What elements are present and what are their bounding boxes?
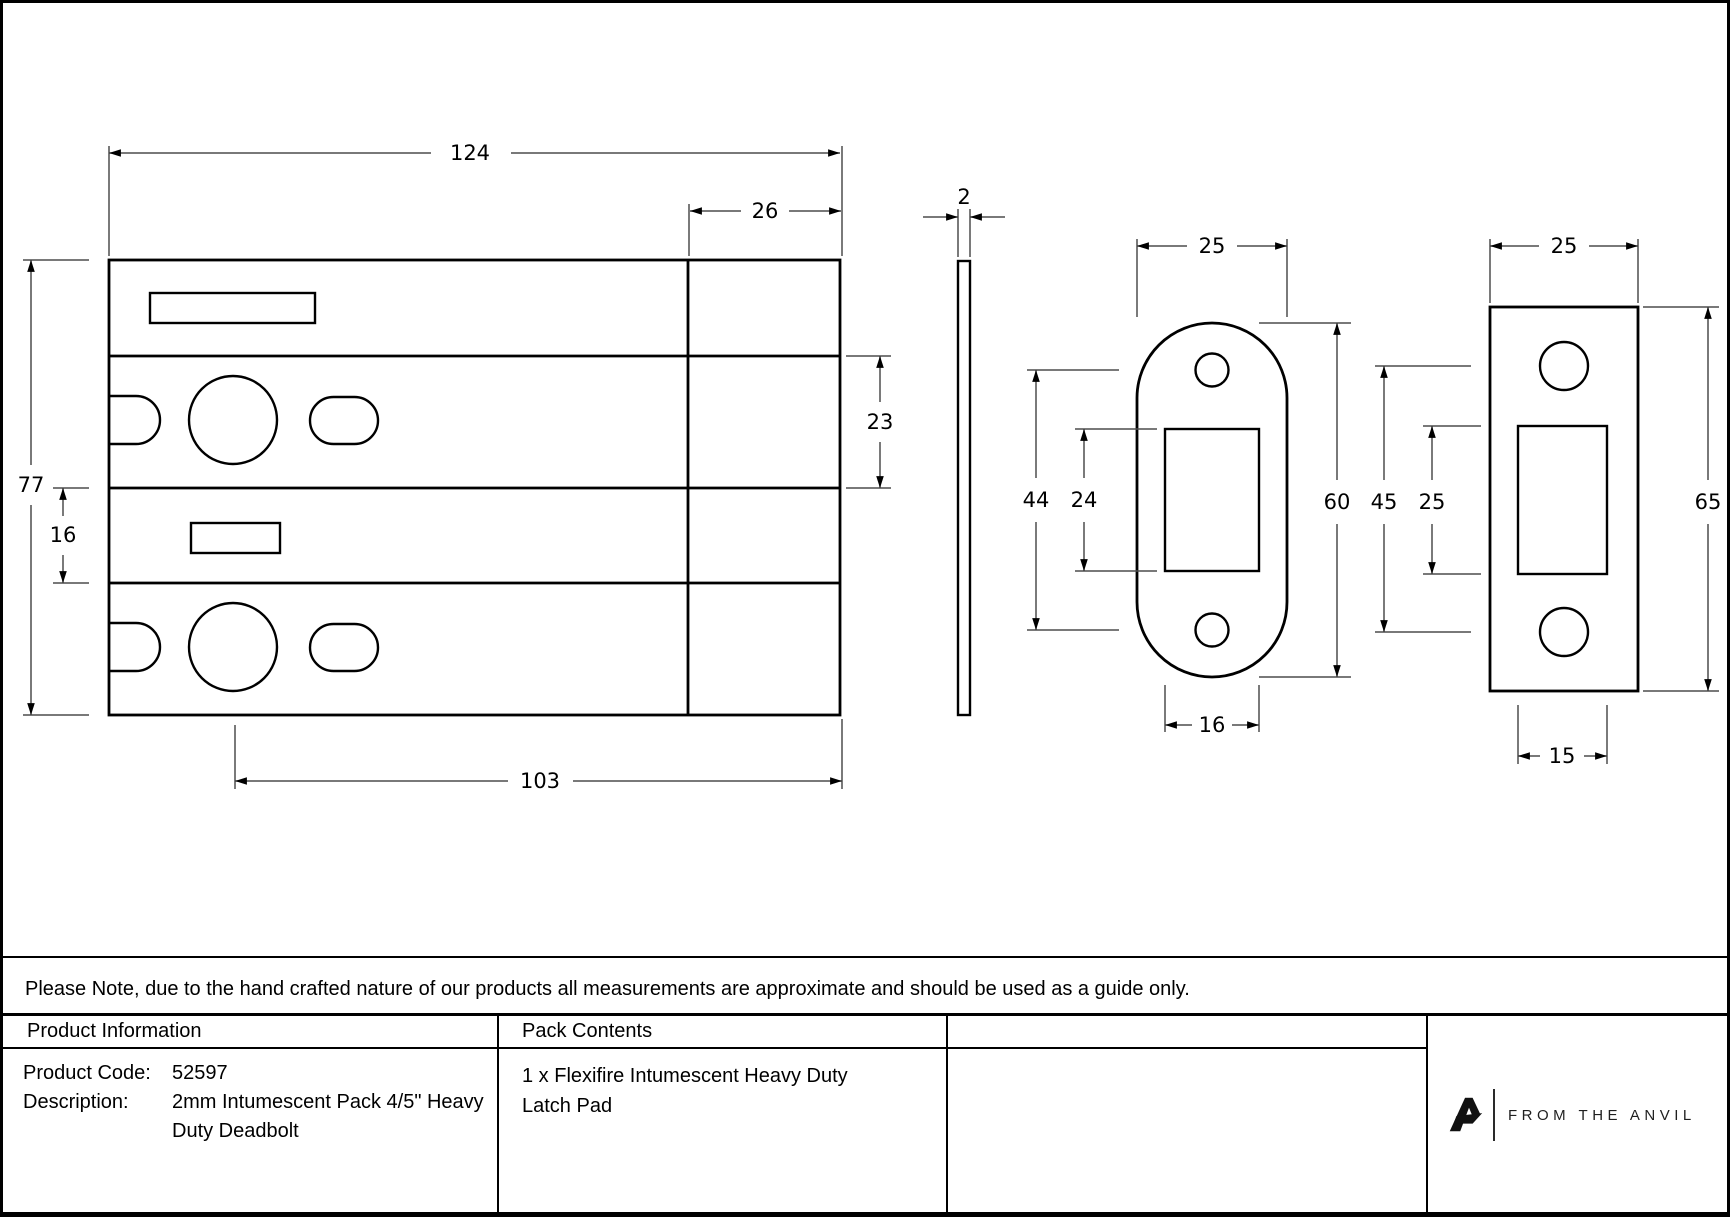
extension-lines [23,146,891,789]
dim-square-cutout-height: 25 [1419,490,1446,514]
table-header-bottom-line [3,1047,1426,1049]
radius-plate-view: 25 44 24 60 16 [1023,234,1351,737]
table-divider-3 [1426,1013,1428,1212]
radius-plate-screw-hole-bottom [1194,612,1230,648]
extension-lines [1027,239,1351,732]
description-label: Description: [23,1091,129,1113]
note-box-top-line [3,956,1727,958]
brand-wordmark: FROM THE ANVIL [1508,1107,1696,1124]
dim-radius-height: 60 [1324,490,1351,514]
front-edge-slot-upper [109,394,162,446]
front-view-dimensions: 124 26 77 16 23 103 [18,141,894,793]
dim-square-hole-centres: 45 [1371,490,1398,514]
front-bolt-hole-upper [187,374,279,466]
table-top-line [3,1013,1727,1016]
dim-radius-hole-centres: 44 [1023,488,1050,512]
radius-plate-screw-hole-top [1194,352,1230,388]
side-view: 2 [923,185,1005,717]
product-code-label: Product Code: [23,1062,151,1084]
side-outline [956,259,972,717]
dim-side-thickness: 2 [957,185,970,209]
description-line-1: 2mm Intumescent Pack 4/5" Heavy [172,1091,484,1113]
dim-front-height: 77 [18,473,45,497]
radius-plate-cutout [1163,427,1261,573]
radius-plate-outline [1135,321,1289,679]
front-view [107,258,842,717]
description-line-2: Duty Deadbolt [172,1120,299,1142]
square-plate-outline [1488,305,1640,693]
table-divider-2 [946,1013,948,1212]
table-divider-1 [497,1013,499,1212]
square-plate-screw-hole-top [1538,340,1590,392]
dim-front-faceplate-col: 26 [752,199,779,223]
front-stadium-slot-upper [308,395,380,446]
product-information-header: Product Information [27,1020,202,1042]
measurement-note: Please Note, due to the hand crafted nat… [25,978,1190,1000]
square-plate-cutout [1516,424,1609,576]
logo-divider [1493,1089,1495,1141]
front-mid-slot [189,521,282,555]
dim-front-backset: 103 [520,769,560,793]
front-stadium-slot-lower [308,622,380,673]
dim-radius-width: 25 [1199,234,1226,258]
dim-radius-cutout-width: 16 [1199,713,1226,737]
dim-square-height: 65 [1695,490,1722,514]
front-top-slot [148,291,317,325]
front-edge-slot-lower [109,621,162,673]
front-bolt-hole-lower [187,601,279,693]
dim-front-bolt-row: 23 [867,410,894,434]
product-code-value: 52597 [172,1062,228,1084]
dim-front-small-row: 16 [50,523,77,547]
dim-radius-cutout-height: 24 [1071,488,1098,512]
dim-square-cutout-width: 15 [1549,744,1576,768]
square-plate-view: 25 45 25 65 15 [1371,234,1722,768]
anvil-logo-icon [1449,1097,1483,1132]
dim-front-width: 124 [450,141,490,165]
technical-drawing: 124 26 77 16 23 103 [18,141,1722,793]
pack-contents-header: Pack Contents [522,1020,653,1042]
dim-square-width: 25 [1551,234,1578,258]
pack-contents-line-1: 1 x Flexifire Intumescent Heavy Duty [522,1065,848,1087]
pack-contents-line-2: Latch Pad [522,1095,613,1117]
square-plate-screw-hole-bottom [1538,606,1590,658]
